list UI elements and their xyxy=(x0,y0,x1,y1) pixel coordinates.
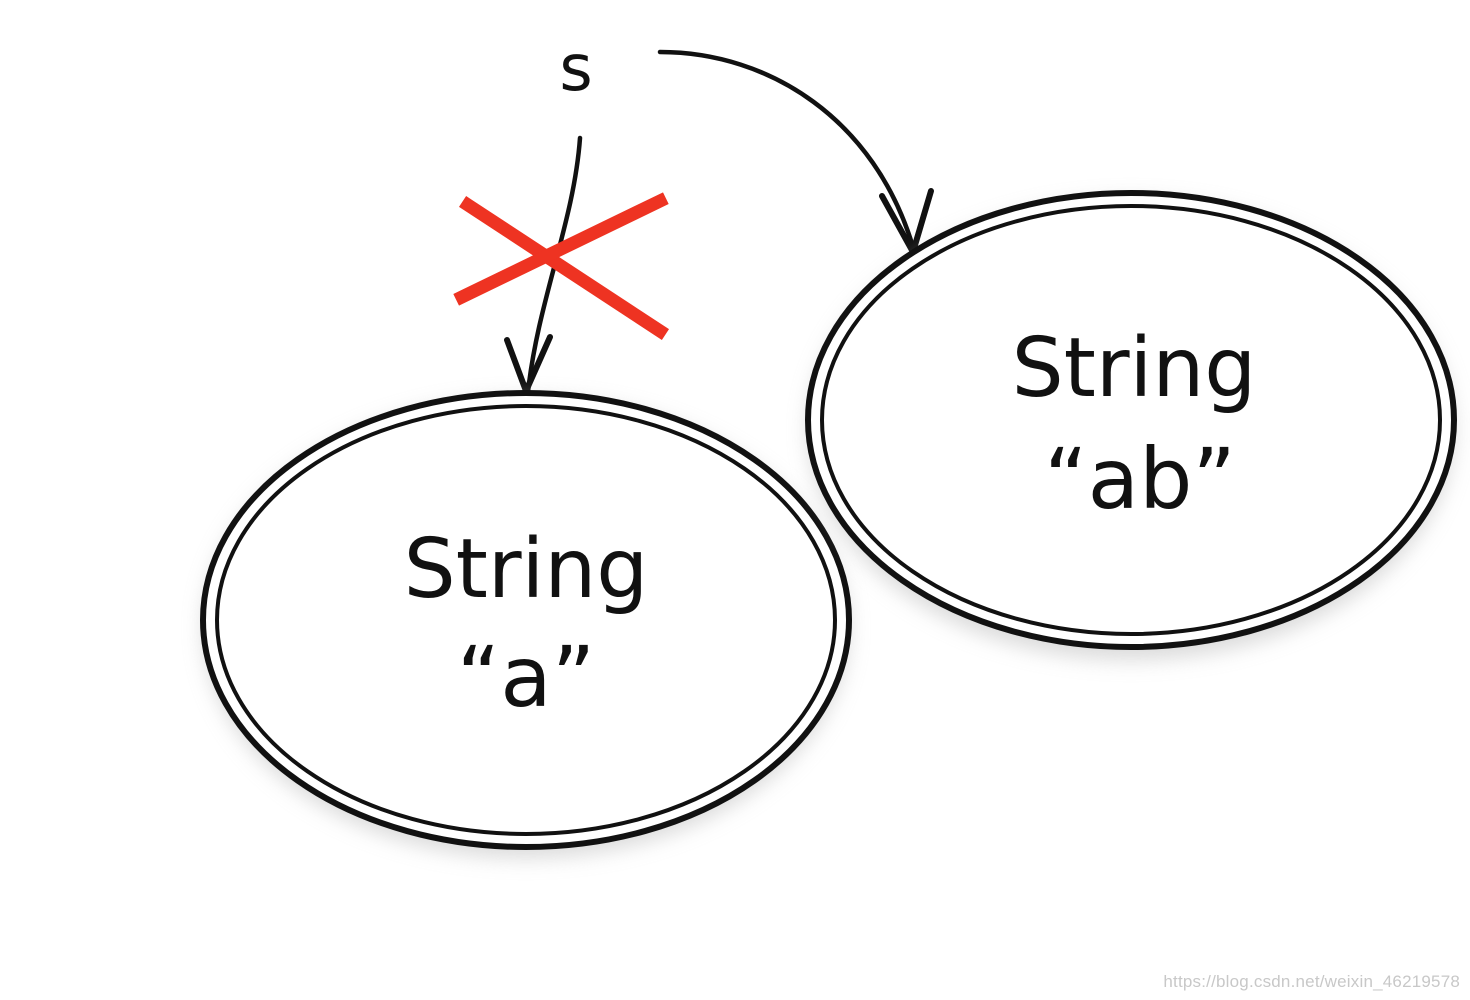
string-node-a: String “a” xyxy=(200,390,852,858)
string-node-a-type: String xyxy=(404,522,649,617)
string-node-a-value: “a” xyxy=(457,628,596,726)
watermark-text: https://blog.csdn.net/weixin_46219578 xyxy=(1163,972,1460,991)
string-node-ab-type: String xyxy=(1012,321,1257,416)
string-node-ab: String “ab” xyxy=(805,190,1457,660)
string-node-ab-value: “ab” xyxy=(1044,430,1236,528)
cross-icon xyxy=(453,192,670,341)
arrowhead-old xyxy=(504,334,553,394)
reference-arrow-new xyxy=(657,49,916,250)
variable-label: s xyxy=(559,32,592,106)
